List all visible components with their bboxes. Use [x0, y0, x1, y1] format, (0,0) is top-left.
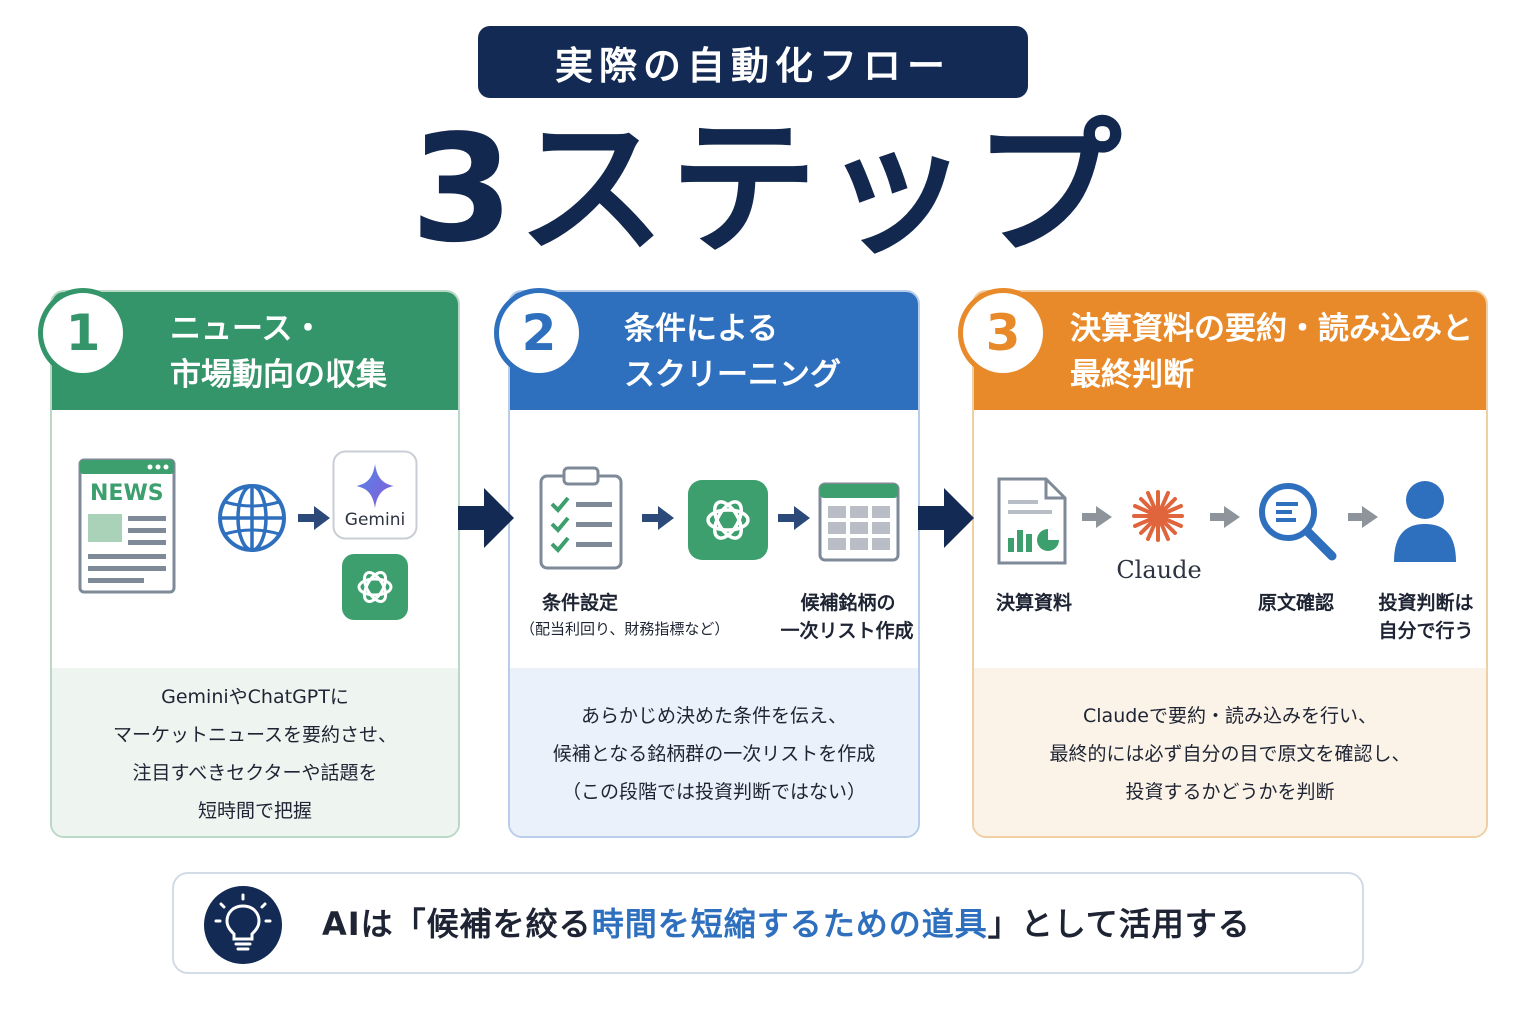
step-1-desc-line: 短時間で把握 — [197, 800, 312, 822]
step-1-description: GeminiやChatGPTに マーケットニュースを要約させ、 注目すべきセクタ… — [52, 668, 458, 836]
step-number-3: 3 — [958, 288, 1048, 378]
step-3-desc-line: 投資するかどうかを判断 — [1125, 781, 1335, 803]
step-3-title: 決算資料の要約・読み込みと 最終判断 — [1070, 306, 1473, 398]
claude-label: Claude — [1116, 556, 1202, 584]
claude-icon — [1132, 490, 1184, 542]
arrow-right-icon — [918, 488, 974, 548]
step-1-desc-line: GeminiやChatGPTに — [161, 686, 349, 708]
news-label: NEWS — [90, 481, 164, 506]
arrow-right-icon — [1082, 506, 1112, 528]
step-2-illustration: 条件設定 （配当利回り、財務指標など） 候補銘柄の 一次リスト作成 — [510, 410, 918, 668]
label-list-line2: 一次リスト作成 — [780, 620, 914, 642]
checklist-icon — [539, 466, 623, 570]
step-1-title-line2: 市場動向の収集 — [170, 357, 387, 393]
step-3-title-line2: 最終判断 — [1070, 357, 1194, 393]
step-1-title: ニュース・ 市場動向の収集 — [170, 306, 387, 398]
step-number-2: 2 — [494, 288, 584, 378]
header-badge: 実際の自動化フロー — [478, 26, 1028, 98]
step-2-title: 条件による スクリーニング — [624, 306, 841, 398]
label-list-line1: 候補銘柄の — [800, 592, 896, 614]
step-2-title-line1: 条件による — [624, 311, 779, 347]
label-review: 原文確認 — [1257, 592, 1334, 614]
arrow-right-icon — [298, 506, 330, 530]
label-decision-line2: 自分で行う — [1378, 620, 1474, 642]
lightbulb-icon — [204, 886, 282, 964]
step-2-desc-line: あらかじめ決めた条件を伝え、 — [580, 705, 847, 727]
newspaper-icon — [78, 458, 176, 594]
banner-prefix: AIは「候補を絞る — [322, 905, 592, 943]
step-3-header: 決算資料の要約・読み込みと 最終判断 — [974, 292, 1486, 410]
step-1-desc-line: 注目すべきセクターや話題を — [132, 762, 378, 784]
gemini-label: Gemini — [344, 510, 406, 530]
spreadsheet-icon — [818, 482, 900, 562]
step-3-desc-line: 最終的には必ず自分の目で原文を確認し、 — [1049, 743, 1411, 765]
label-conditions: 条件設定 — [541, 592, 618, 614]
summary-banner: AIは「候補を絞る時間を短縮するための道具」として活用する — [172, 872, 1364, 974]
banner-text: AIは「候補を絞る時間を短縮するための道具」として活用する — [322, 874, 1251, 974]
step-3-desc-line: Claudeで要約・読み込みを行い、 — [1083, 705, 1377, 727]
label-docs: 決算資料 — [995, 592, 1072, 614]
arrow-right-icon — [778, 506, 810, 530]
step-1-title-line1: ニュース・ — [170, 311, 324, 347]
step-3-illustration: Claude 決算資料 原文確認 投資判断は 自分で行う — [974, 410, 1486, 668]
globe-icon — [218, 484, 286, 552]
arrow-right-icon — [458, 488, 514, 548]
step-1-desc-line: マーケットニュースを要約させ、 — [112, 724, 398, 746]
step-2-description: あらかじめ決めた条件を伝え、 候補となる銘柄群の一次リストを作成 （この段階では… — [510, 668, 918, 836]
person-icon — [1394, 481, 1456, 562]
step-3-description: Claudeで要約・読み込みを行い、 最終的には必ず自分の目で原文を確認し、 投… — [974, 668, 1486, 836]
banner-highlight: 時間を短縮するための道具 — [591, 905, 988, 943]
step-1-illustration: NEWS Gemini — [52, 410, 458, 668]
label-conditions-sub: （配当利回り、財務指標など） — [520, 620, 730, 638]
arrow-right-icon — [1348, 506, 1378, 528]
step-2-desc-line: 候補となる銘柄群の一次リストを作成 — [552, 743, 876, 765]
page-title: 3ステップ — [410, 103, 1126, 275]
step-3-title-line1: 決算資料の要約・読み込みと — [1070, 311, 1473, 347]
step-2-desc-line: （この段階では投資判断ではない） — [561, 781, 866, 803]
step-number-1: 1 — [38, 288, 128, 378]
step-card-1: ニュース・ 市場動向の収集 NEWS — [50, 290, 460, 838]
banner-suffix: 」として活用する — [987, 905, 1251, 943]
arrow-right-icon — [1210, 506, 1240, 528]
step-card-2: 条件による スクリーニング — [508, 290, 920, 838]
arrow-right-icon — [642, 506, 674, 530]
document-chart-icon — [997, 477, 1067, 565]
magnifier-icon — [1259, 483, 1337, 561]
gemini-icon — [332, 450, 418, 540]
step-card-3: 決算資料の要約・読み込みと 最終判断 — [972, 290, 1488, 838]
step-2-title-line2: スクリーニング — [624, 357, 841, 393]
label-decision-line1: 投資判断は — [1378, 592, 1474, 614]
chatgpt-icon — [688, 480, 768, 560]
chatgpt-icon — [342, 554, 408, 620]
